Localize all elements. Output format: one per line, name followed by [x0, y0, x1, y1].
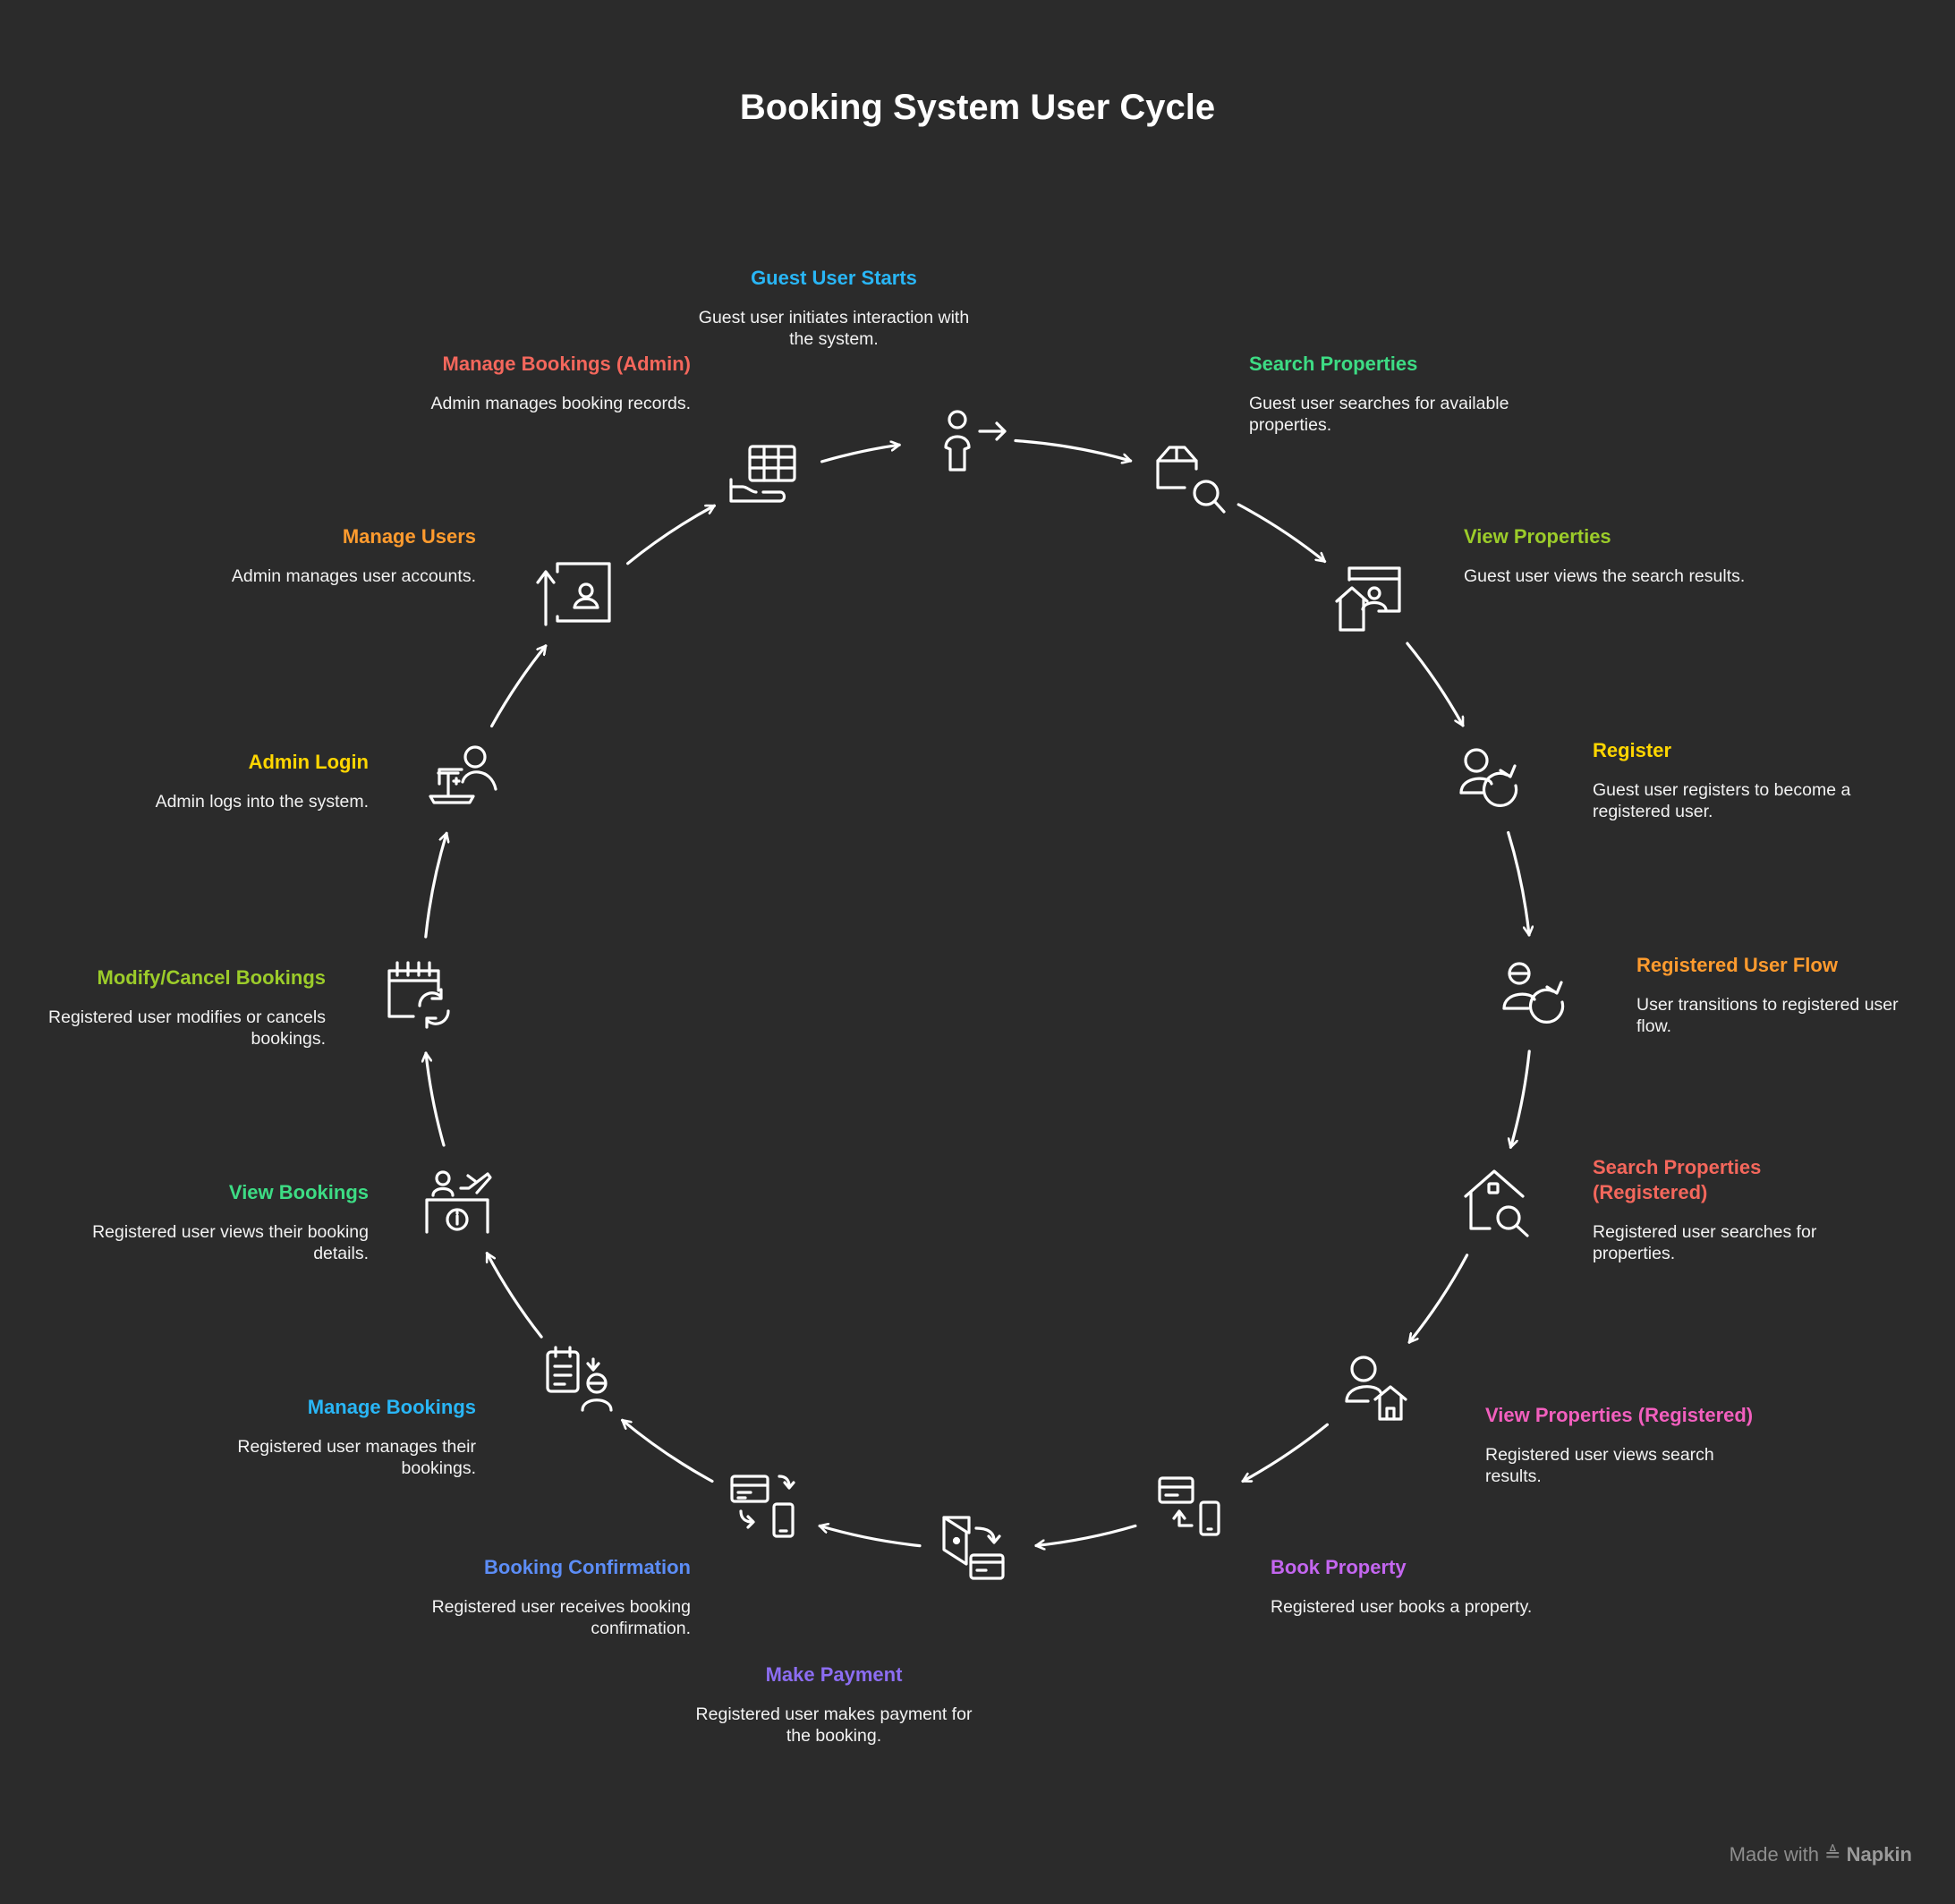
table-hand-icon [729, 445, 796, 503]
step-title: Manage Bookings (Admin) [442, 353, 691, 375]
profile-card-house-icon [1335, 566, 1401, 632]
step-description: User transitions to registered user flow… [1636, 995, 1899, 1036]
cycle-arrow [1034, 1524, 1137, 1545]
step-label: Search Properties (Registered) Registered… [1593, 1155, 1879, 1264]
cycle-arrow [1507, 830, 1529, 937]
step-label: Manage Bookings (Admin) Admin manages boo… [404, 352, 692, 414]
cycle-arrow [424, 831, 446, 939]
calendar-refresh-icon [387, 961, 450, 1029]
step-description: Admin manages user accounts. [231, 566, 476, 586]
step-description: Registered user receives booking confirm… [431, 1597, 691, 1638]
cycle-arrow [818, 1526, 922, 1548]
admin-laptop-icon [429, 745, 497, 804]
cycle-arrow [1406, 642, 1465, 727]
step-title: Booking Confirmation [484, 1556, 691, 1578]
checklist-person-icon [546, 1346, 613, 1412]
step-description: Guest user initiates interaction with th… [698, 308, 970, 349]
contact-card-upload-icon [536, 562, 611, 626]
step-description: Guest user registers to become a registe… [1593, 780, 1851, 821]
cycle-arrow [1510, 1050, 1531, 1149]
step-description: Registered user views their booking deta… [92, 1222, 369, 1263]
cycle-arrow [485, 1252, 543, 1339]
step-description: Admin logs into the system. [155, 792, 369, 812]
ticket-phone-icon [730, 1475, 795, 1538]
cycle-arrow [820, 445, 901, 463]
step-title: View Properties (Registered) [1485, 1404, 1754, 1426]
user-transition-icon [1502, 962, 1565, 1024]
step-description: Registered user modifies or cancels book… [48, 1007, 326, 1049]
step-description: Admin manages booking records. [430, 394, 692, 413]
cycle-arrow [626, 504, 716, 565]
step-icons [387, 410, 1565, 1580]
napkin-watermark: Made with ≜ Napkin [1730, 1843, 1912, 1866]
step-description: Registered user makes payment for the bo… [695, 1704, 973, 1746]
step-title: Guest User Starts [751, 267, 917, 289]
diagram-title: Booking System User Cycle [739, 88, 1216, 127]
step-title: Search Properties (Registered) [1593, 1156, 1762, 1203]
step-label: View Properties (Registered) Registered u… [1485, 1403, 1772, 1487]
step-title: Book Property [1271, 1556, 1407, 1578]
step-description: Guest user searches for available proper… [1249, 394, 1509, 435]
cycle-arrow [1241, 1423, 1329, 1483]
step-title: Modify/Cancel Bookings [97, 966, 326, 989]
wallet-card-icon [942, 1516, 1005, 1580]
cycle-arrow [1407, 1254, 1469, 1344]
step-description: Guest user views the search results. [1464, 566, 1746, 586]
person-house-icon [1345, 1356, 1407, 1421]
step-title: Register [1593, 739, 1672, 761]
made-with-text: Made with [1729, 1843, 1819, 1866]
step-title: View Bookings [228, 1181, 369, 1203]
step-title: Manage Users [342, 525, 476, 548]
step-description: Registered user views search results. [1485, 1445, 1714, 1486]
step-description: Registered user searches for properties. [1593, 1222, 1817, 1263]
step-title: View Properties [1464, 525, 1611, 548]
step-title: Make Payment [765, 1663, 903, 1686]
cycle-arrow [490, 644, 548, 728]
cycle-arrow [426, 1051, 446, 1147]
house-search-icon [1464, 1169, 1529, 1237]
step-title: Admin Login [248, 751, 369, 773]
step-title: Manage Bookings [307, 1396, 476, 1418]
person-arrow-right-icon [944, 410, 1007, 472]
step-description: Registered user books a property. [1271, 1597, 1533, 1617]
napkin-brand: Napkin [1846, 1843, 1912, 1866]
cycle-arrow [621, 1418, 714, 1483]
box-search-icon [1156, 446, 1226, 514]
step-description: Registered user manages their bookings. [237, 1437, 476, 1478]
step-title: Search Properties [1249, 353, 1418, 375]
info-desk-icon [425, 1170, 492, 1234]
cycle-arrow [1014, 438, 1133, 462]
step-title: Registered User Flow [1636, 954, 1838, 976]
card-phone-icon [1158, 1476, 1220, 1536]
napkin-logo-icon: ≜ [1824, 1843, 1841, 1866]
cycle-arrow [1237, 503, 1327, 564]
cycle-arrows [424, 438, 1531, 1548]
person-refresh-icon [1459, 748, 1518, 807]
